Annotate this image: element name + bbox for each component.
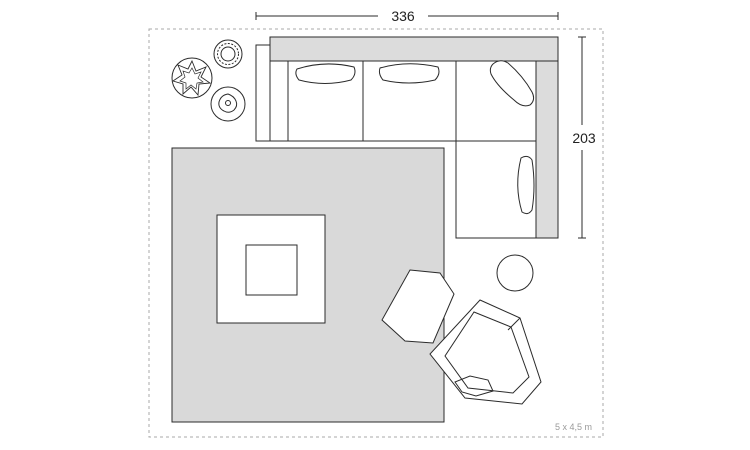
width-dimension	[255, 12, 559, 20]
rug	[171, 147, 445, 423]
sofa-side-back	[535, 60, 559, 239]
sectional-sofa	[255, 36, 559, 239]
rug-center-square	[245, 244, 298, 296]
side-table-group	[171, 39, 246, 122]
round-coffee-table	[496, 254, 534, 292]
cushion-4	[517, 155, 535, 215]
sofa-seat-1	[269, 60, 289, 142]
star-side-table	[171, 57, 213, 99]
cushion-1	[295, 63, 356, 84]
cushion-3	[489, 60, 535, 107]
armchair	[429, 299, 542, 405]
ottoman	[381, 269, 455, 344]
cushion-2	[378, 63, 440, 84]
depth-dimension-label: 203	[572, 130, 596, 146]
room-outline	[148, 28, 604, 438]
flower-side-table	[210, 86, 246, 122]
width-dimension-label: 336	[391, 8, 415, 24]
room-size-label: 5 x 4,5 m	[555, 422, 592, 432]
sofa-back	[269, 36, 559, 62]
round-side-table-ring	[213, 39, 243, 69]
sofa-arm	[255, 44, 271, 142]
depth-dimension	[578, 36, 586, 239]
